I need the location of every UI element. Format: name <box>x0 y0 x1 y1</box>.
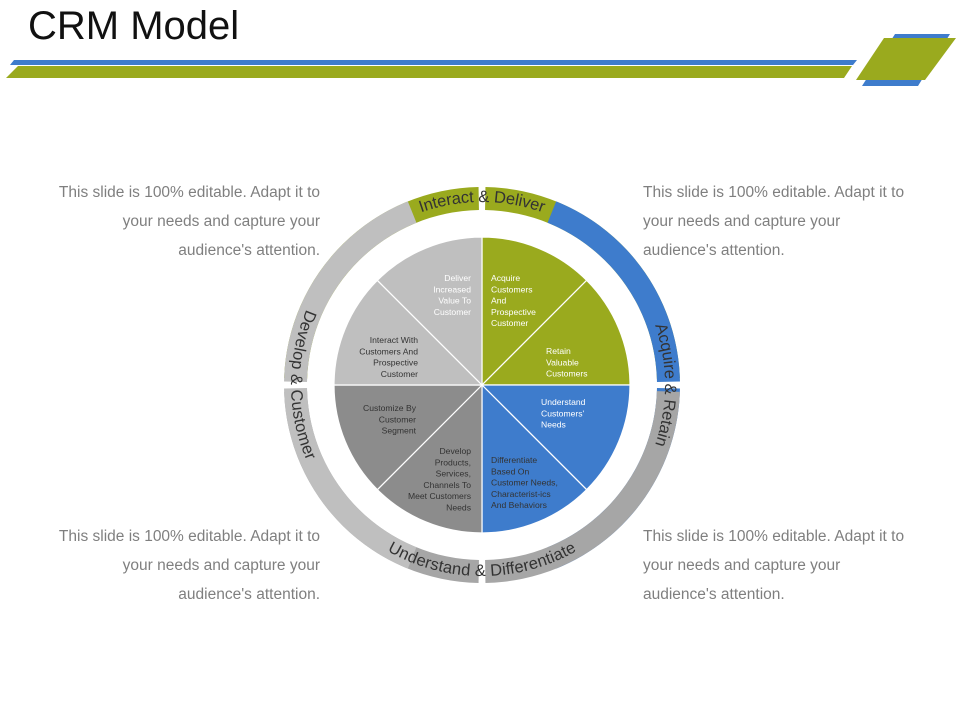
ring-arc-bottom-1 <box>485 391 680 583</box>
ring-arc-left-2 <box>284 201 417 382</box>
note-top-right: This slide is 100% editable. Adapt it to… <box>643 184 905 259</box>
pie-chart <box>333 236 631 534</box>
segment-deliver-value <box>481 236 588 387</box>
header-decoration <box>6 34 956 86</box>
note-bottom-right: This slide is 100% editable. Adapt it to… <box>643 528 905 603</box>
page-title: CRM Model <box>28 4 240 48</box>
ring-arc-left-1 <box>284 388 417 569</box>
segment-understand-needs <box>481 383 588 534</box>
segment-retain-customers <box>480 384 631 491</box>
segment-differentiate <box>376 383 483 534</box>
note-bottom-left: This slide is 100% editable. Adapt it to… <box>58 528 320 603</box>
outer-ring <box>284 187 680 583</box>
segment-interact-customers <box>376 236 483 387</box>
header-green-accent <box>856 38 956 80</box>
segment-develop-products <box>333 384 484 491</box>
arc-title-bottom: Understand & Differentiate <box>385 539 579 581</box>
header-blue-line <box>10 60 857 65</box>
segment-customize-segment <box>333 279 484 386</box>
header-green-bar <box>6 66 852 78</box>
ring-arc-right-1 <box>547 201 680 382</box>
segment-acquire-customers <box>480 279 631 386</box>
note-top-left: This slide is 100% editable. Adapt it to… <box>58 184 320 259</box>
